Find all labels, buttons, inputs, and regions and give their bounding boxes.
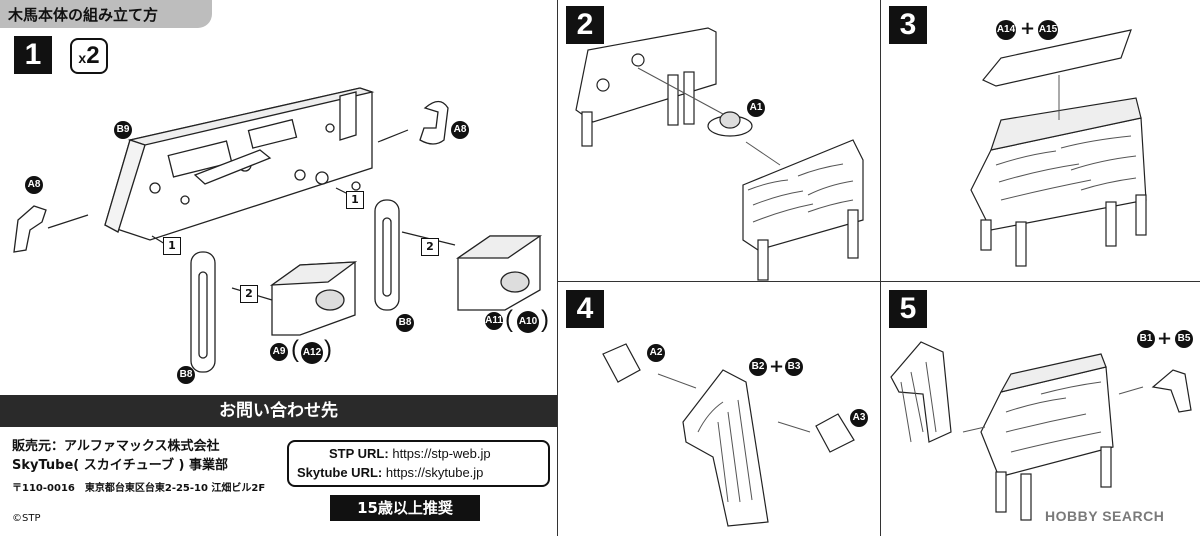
skytube-url-label: Skytube URL:	[297, 465, 383, 480]
step3-panel: 3 A14 + A15	[881, 0, 1200, 281]
step2-diagram	[575, 27, 864, 281]
label-a1: A1	[747, 99, 765, 117]
paren-left-a12: (	[291, 336, 299, 363]
seq-1-right: 1	[346, 191, 364, 209]
step-number-4: 4	[566, 290, 604, 328]
label-b1: B1	[1137, 330, 1155, 348]
paren-right-a12: )	[324, 336, 332, 363]
label-a8-left: A8	[25, 176, 43, 194]
step5-diagram	[890, 341, 1192, 521]
label-b9: B9	[114, 121, 132, 139]
paren-right-a10: )	[541, 306, 549, 333]
label-a8-top: A8	[451, 121, 469, 139]
step4-diagram	[602, 343, 855, 527]
section-title-bar: 木馬本体の組み立て方	[0, 0, 212, 28]
step3-diagram	[970, 29, 1147, 267]
plus-sign-step3: +	[1020, 18, 1036, 39]
divider-vertical-1	[557, 0, 558, 536]
multiplier-badge: x2	[70, 38, 108, 74]
step2-panel: 2 A1	[558, 0, 880, 281]
label-a9: A9	[270, 343, 288, 361]
label-b8-mid: B8	[396, 314, 414, 332]
seq-2-left: 2	[240, 285, 258, 303]
age-recommendation: 15歳以上推奨	[330, 495, 480, 521]
plus-sign-step5: +	[1157, 328, 1173, 349]
step1-diagram	[13, 87, 543, 373]
label-b5: B5	[1175, 330, 1193, 348]
label-b2: B2	[749, 358, 767, 376]
step5-panel: 5 B1 + B5	[881, 282, 1200, 536]
watermark: HOBBY SEARCH	[1045, 508, 1165, 524]
plus-sign-step4: +	[769, 356, 785, 377]
step4-panel: 4 A2 B2 + B3 A3	[558, 282, 880, 536]
label-a2: A2	[647, 344, 665, 362]
divider-horizontal	[558, 281, 1200, 282]
label-b8-left: B8	[177, 366, 195, 384]
step-number-5: 5	[889, 290, 927, 328]
seller-department: SkyTube( スカイチューブ ) 事業部	[12, 458, 228, 473]
label-a14: A14	[996, 20, 1016, 40]
skytube-url-row: Skytube URL: https://skytube.jp	[297, 465, 483, 480]
label-a10: A10	[517, 311, 539, 333]
step-number-2: 2	[566, 6, 604, 44]
paren-left-a10: (	[505, 306, 513, 333]
label-a11: A11	[485, 312, 503, 330]
url-box: STP URL: https://stp-web.jp Skytube URL:…	[287, 440, 550, 487]
arrow-line	[47, 214, 89, 229]
contact-heading: お問い合わせ先	[0, 395, 557, 427]
section-title: 木馬本体の組み立て方	[8, 6, 159, 24]
step1-panel: 木馬本体の組み立て方 1 x2	[0, 0, 557, 395]
step-number-3: 3	[889, 6, 927, 44]
stp-url-label: STP URL:	[329, 446, 389, 461]
stp-url-link[interactable]: https://stp-web.jp	[392, 446, 491, 461]
seller-name: 販売元：アルファマックス株式会社	[12, 439, 220, 454]
stp-url-row: STP URL: https://stp-web.jp	[329, 446, 491, 461]
copyright: ©STP	[12, 513, 41, 524]
seller-address: 〒110-0016 東京都台東区台東2-25-10 江畑ビル2F	[12, 483, 266, 494]
label-b3: B3	[785, 358, 803, 376]
skytube-url-link[interactable]: https://skytube.jp	[385, 465, 484, 480]
seq-1-left: 1	[163, 237, 181, 255]
divider-vertical-2	[880, 0, 881, 536]
label-a15: A15	[1038, 20, 1058, 40]
label-a3: A3	[850, 409, 868, 427]
label-a12: A12	[301, 342, 323, 364]
seq-2-right: 2	[421, 238, 439, 256]
step-number-1: 1	[14, 36, 52, 74]
